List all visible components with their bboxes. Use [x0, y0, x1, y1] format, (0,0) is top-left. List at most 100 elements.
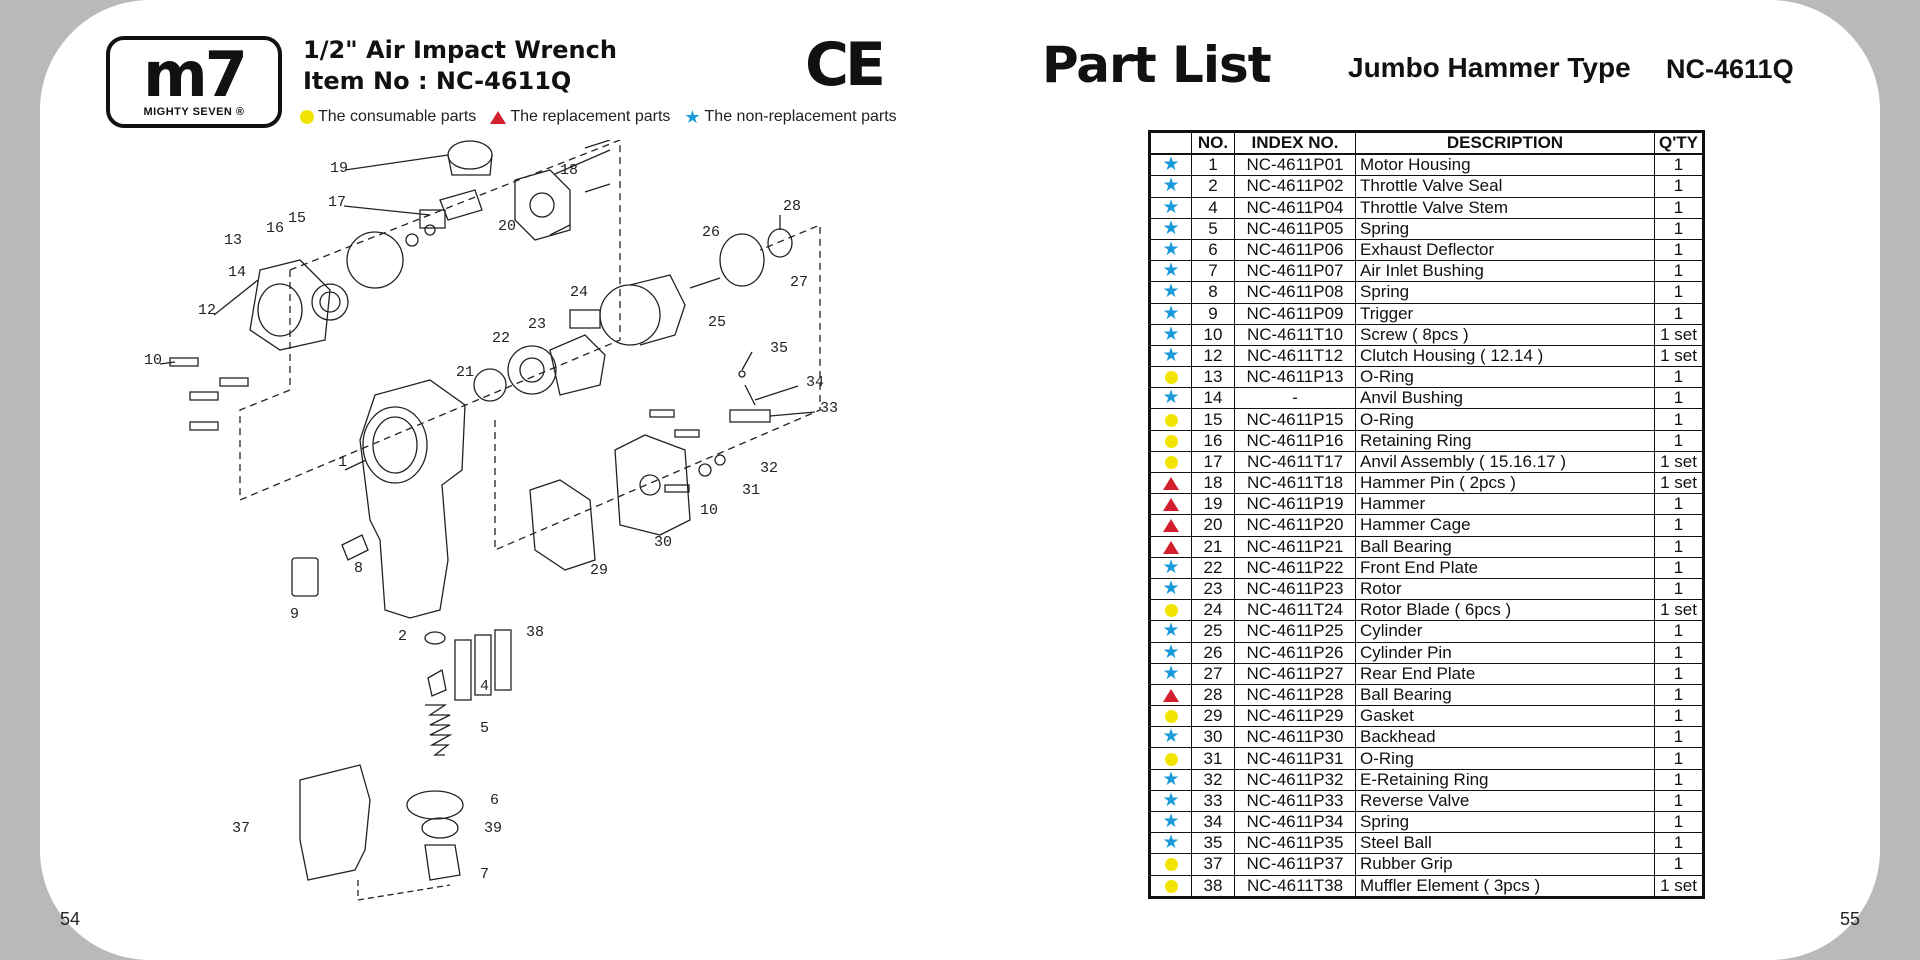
- row-index: NC-4611T10: [1234, 323, 1356, 346]
- row-description: Air Inlet Bushing: [1355, 260, 1655, 283]
- blue-star-icon: ★: [684, 107, 701, 127]
- row-no: 15: [1191, 408, 1235, 431]
- callout-8: 8: [354, 560, 363, 577]
- blue-star-icon: ★: [1162, 811, 1180, 833]
- row-index: NC-4611P35: [1234, 832, 1356, 855]
- row-index: -: [1234, 387, 1356, 410]
- row-description: Throttle Valve Seal: [1355, 175, 1655, 198]
- row-qty: 1 set: [1654, 344, 1704, 368]
- row-mark: ★: [1149, 217, 1192, 240]
- callout-22: 22: [492, 330, 510, 347]
- row-no: 22: [1191, 556, 1235, 579]
- row-no: 23: [1191, 577, 1235, 601]
- callout-35: 35: [770, 340, 788, 357]
- row-mark: [1149, 408, 1192, 431]
- row-no: 33: [1191, 789, 1235, 813]
- row-description: Cylinder: [1355, 620, 1655, 643]
- row-qty: 1: [1654, 853, 1704, 876]
- row-description: Steel Ball: [1355, 832, 1655, 855]
- callout-23: 23: [528, 316, 546, 333]
- header-mark: [1149, 131, 1192, 156]
- red-triangle-icon: [490, 110, 507, 124]
- row-index: NC-4611P01: [1234, 153, 1356, 177]
- callout-9: 9: [290, 606, 299, 623]
- row-mark: ★: [1149, 789, 1192, 813]
- row-index: NC-4611P22: [1234, 556, 1356, 579]
- callout-32: 32: [760, 460, 778, 477]
- motor-housing-part: [359, 379, 466, 619]
- row-no: 7: [1191, 260, 1235, 283]
- row-index: NC-4611T12: [1234, 344, 1356, 368]
- row-index: NC-4611P06: [1234, 238, 1356, 262]
- row-index: NC-4611T24: [1234, 599, 1356, 622]
- callout-7: 7: [480, 866, 489, 883]
- row-no: 12: [1191, 344, 1235, 368]
- row-mark: ★: [1149, 832, 1192, 855]
- callout-5: 5: [480, 720, 489, 737]
- row-no: 5: [1191, 217, 1235, 240]
- red-triangle-icon: [1163, 688, 1179, 702]
- row-description: Clutch Housing ( 12.14 ): [1355, 344, 1655, 368]
- row-mark: [1149, 493, 1192, 516]
- part-list-title: Part List: [1042, 36, 1272, 94]
- row-mark: [1149, 366, 1192, 389]
- row-qty: 1 set: [1654, 450, 1704, 474]
- row-no: 17: [1191, 450, 1235, 474]
- callout-17: 17: [328, 194, 346, 211]
- row-qty: 1: [1654, 789, 1704, 813]
- row-index: NC-4611P15: [1234, 408, 1356, 431]
- row-qty: 1: [1654, 726, 1704, 749]
- blue-star-icon: ★: [1162, 260, 1180, 282]
- row-qty: 1: [1654, 641, 1704, 664]
- blue-star-icon: ★: [1162, 726, 1180, 748]
- page-number-right: 55: [1839, 909, 1860, 929]
- row-index: NC-4611P30: [1234, 726, 1356, 749]
- row-index: NC-4611P13: [1234, 366, 1356, 389]
- row-qty: 1: [1654, 260, 1704, 283]
- row-mark: ★: [1149, 302, 1192, 325]
- header-index: INDEX NO.: [1234, 131, 1356, 156]
- blue-star-icon: ★: [1162, 832, 1180, 854]
- blue-star-icon: ★: [1162, 196, 1180, 218]
- blue-star-icon: ★: [1162, 620, 1180, 642]
- legend-replacement: The replacement parts: [490, 108, 670, 126]
- yellow-circle-icon: [1164, 434, 1178, 448]
- blue-star-icon: ★: [1162, 387, 1180, 409]
- row-index: NC-4611P29: [1234, 705, 1356, 728]
- spring-part: [425, 704, 453, 756]
- row-no: 25: [1191, 620, 1235, 643]
- row-qty: 1: [1654, 493, 1704, 516]
- row-mark: [1149, 471, 1192, 495]
- yellow-circle-icon: [1164, 455, 1178, 469]
- row-mark: ★: [1149, 175, 1192, 198]
- row-qty: 1: [1654, 153, 1704, 177]
- row-description: Reverse Valve: [1355, 789, 1655, 813]
- rotor-part: [549, 334, 606, 396]
- row-description: Spring: [1355, 281, 1655, 304]
- callout-27: 27: [790, 274, 808, 291]
- row-description: Spring: [1355, 810, 1655, 834]
- row-mark: ★: [1149, 387, 1192, 410]
- red-triangle-icon: [1163, 519, 1179, 533]
- yellow-circle-icon: [1164, 371, 1178, 385]
- blue-star-icon: ★: [1162, 768, 1180, 790]
- red-triangle-icon: [1163, 477, 1179, 491]
- row-index: NC-4611P08: [1234, 281, 1356, 304]
- hammer-part: [447, 140, 493, 170]
- product-title: 1/2" Air Impact Wrench: [303, 36, 617, 64]
- callout-24: 24: [570, 284, 588, 301]
- row-qty: 1: [1654, 535, 1704, 558]
- row-qty: 1: [1654, 217, 1704, 240]
- callout-12: 12: [198, 302, 216, 319]
- row-no: 1: [1191, 153, 1235, 177]
- row-qty: 1 set: [1654, 471, 1704, 495]
- callout-16: 16: [266, 220, 284, 237]
